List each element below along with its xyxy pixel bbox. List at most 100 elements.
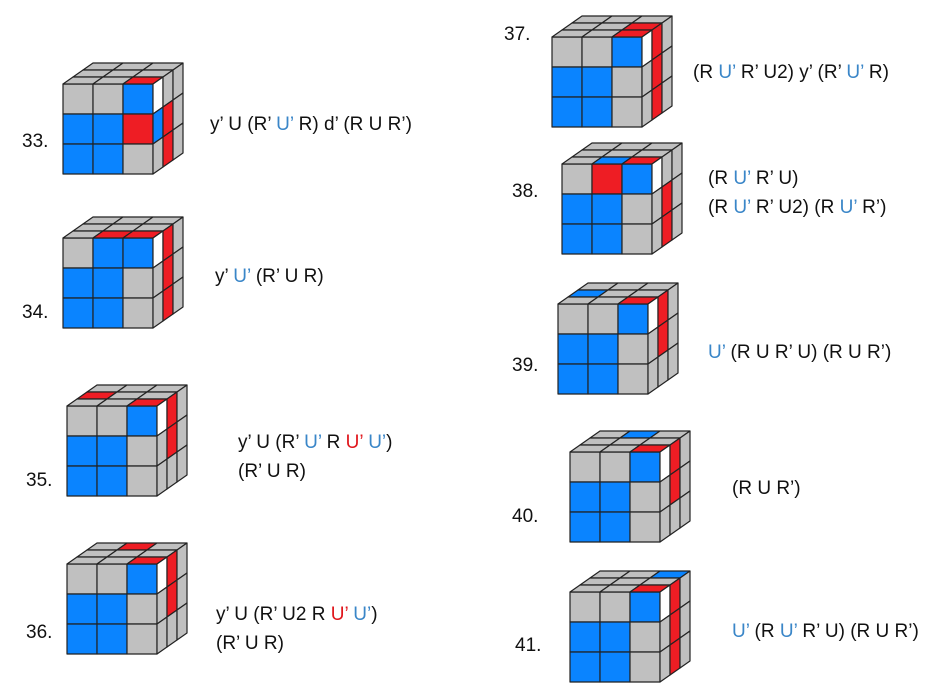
cube-front-sticker [62,83,94,115]
cube-front-sticker [96,465,128,497]
cube-right-sticker [651,216,663,255]
cube-front-sticker [126,563,158,595]
move-token: R) d’ (R U R’) [293,114,412,135]
cube-front-sticker [551,66,583,98]
algorithm-line: y’ U (R’ U’ R) d’ (R U R’) [210,110,412,139]
cube-right-sticker [647,356,659,395]
move-token: (R U R’ U) (R U R’) [725,342,892,363]
cube-front-sticker [599,451,631,483]
cube-front-sticker [96,623,128,655]
cube-front-sticker [617,303,649,335]
cube-right-sticker [641,89,653,128]
cube-right-sticker [651,82,663,121]
cube-front-sticker [621,163,653,195]
cube-right-sticker [669,637,681,676]
cube-front-sticker [92,237,124,269]
cube-front-sticker [569,591,601,623]
cube-front-sticker [569,481,601,513]
move-token-highlighted: U’ [733,168,751,189]
cube-front-sticker [611,66,643,98]
cube-front-sticker [611,96,643,128]
move-token: R’) [856,197,887,218]
cube-diagram [62,216,184,329]
algorithm-line: y’ U’ (R’ U R) [215,262,324,291]
move-token-highlighted: U’ [276,114,294,135]
cube-right-sticker [172,122,184,161]
move-token: y’ U (R’ [210,114,277,135]
cube-front-sticker [587,303,619,335]
cube-front-sticker [126,623,158,655]
algorithm-line: (R U’ R’ U2) y’ (R’ U’ R) [693,58,889,87]
cube-right-sticker [166,609,178,648]
cube-front-sticker [66,623,98,655]
cube-right-sticker [667,342,679,381]
algorithm-line: (R’ U R) [238,457,392,486]
move-token-highlighted: U’ [708,342,726,363]
move-token: (R’ U R) [216,633,284,654]
move-token: (R [693,62,719,83]
algorithm-line: (R U’ R’ U2) (R U’ R’) [708,193,886,222]
cube-front-sticker [629,621,661,653]
move-token: (R U R’) [732,478,801,499]
cube-front-sticker [617,333,649,365]
case-number: 34. [22,302,49,323]
cube-front-sticker [122,297,154,329]
cube-front-sticker [621,223,653,255]
cube-front-sticker [611,36,643,68]
move-token: (R’ U R) [238,461,306,482]
move-token: R [321,432,346,453]
cube-right-sticker [659,504,671,543]
cube-right-sticker [152,136,164,175]
move-token-highlighted: U’ [779,621,798,642]
cube-right-sticker [156,616,168,655]
cube-front-sticker [629,591,661,623]
algorithm-line: (R U R’) [732,474,801,503]
cube-front-sticker [569,621,601,653]
move-token-highlighted: U’ [353,604,372,625]
cube-front-sticker [66,435,98,467]
cube-front-sticker [599,511,631,543]
cube-right-sticker [166,451,178,490]
cube-front-sticker [621,193,653,225]
move-token-highlighted: U’ [839,197,857,218]
case-number: 35. [26,470,53,491]
cube-front-sticker [561,193,593,225]
cube-front-sticker [599,651,631,683]
cube-front-sticker [591,223,623,255]
cube-diagram [66,542,188,655]
move-token-highlighted: U’ [846,62,864,83]
cube-front-sticker [569,451,601,483]
algorithm-line: (R U’ R’ U) [708,164,886,193]
move-token-highlighted: U’ [330,604,348,625]
case-number: 36. [26,622,53,643]
cube-front-sticker [591,193,623,225]
cube-front-sticker [92,297,124,329]
cube-front-sticker [599,481,631,513]
algorithm-line: (R’ U R) [216,629,378,658]
cube-front-sticker [66,593,98,625]
move-token-highlighted: U’ [304,432,322,453]
case-number: 38. [512,181,539,202]
case-number: 33. [22,131,49,152]
cube-right-sticker [659,644,671,683]
case-number: 41. [515,635,542,656]
cube-front-sticker [122,113,154,145]
algorithm-text: (R U’ R’ U2) y’ (R’ U’ R) [693,58,889,87]
algorithm-text: U’ (R U R’ U) (R U R’) [708,338,891,367]
cube-front-sticker [122,143,154,175]
cube-front-sticker [557,303,589,335]
cube-diagram [62,62,184,175]
cube-right-sticker [679,630,691,669]
move-token: y’ [215,266,234,287]
move-token: ) [371,604,378,625]
cube-right-sticker [657,349,669,388]
cube-diagram [569,570,691,683]
cube-diagram [66,384,188,497]
cube-front-sticker [551,96,583,128]
move-token: R’ U) (R U R’) [797,621,919,642]
cube-front-sticker [122,267,154,299]
cube-diagram [557,282,679,395]
cube-front-sticker [66,465,98,497]
cube-front-sticker [557,333,589,365]
cube-front-sticker [561,223,593,255]
